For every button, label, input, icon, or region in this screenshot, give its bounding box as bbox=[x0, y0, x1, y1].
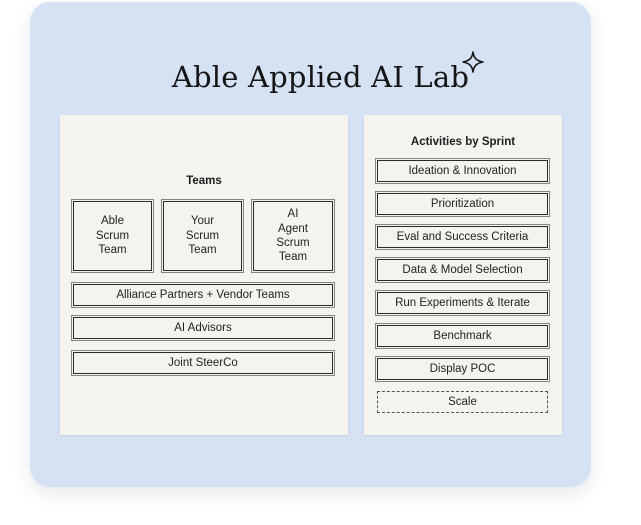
activity-scale: Scale bbox=[377, 391, 548, 413]
activity-benchmark: Benchmark bbox=[375, 323, 550, 349]
team-box-ai-agent-scrum: AI Agent Scrum Team bbox=[251, 199, 335, 273]
activity-ideation: Ideation & Innovation bbox=[375, 158, 550, 184]
teams-heading: Teams bbox=[186, 175, 222, 187]
team-box-able-scrum: Able Scrum Team bbox=[71, 199, 154, 273]
activity-prioritization: Prioritization bbox=[375, 191, 550, 217]
group-box-alliance-partners: Alliance Partners + Vendor Teams bbox=[71, 282, 335, 308]
page-title: Able Applied AI Lab bbox=[171, 60, 470, 94]
group-box-joint-steerco: Joint SteerCo bbox=[71, 350, 335, 376]
activities-panel: Activities by Sprint Ideation & Innovati… bbox=[364, 115, 562, 435]
activity-eval-success: Eval and Success Criteria bbox=[375, 224, 550, 250]
group-box-ai-advisors: AI Advisors bbox=[71, 315, 335, 341]
activities-heading: Activities by Sprint bbox=[410, 136, 516, 148]
activity-display-poc: Display POC bbox=[375, 356, 550, 382]
teams-panel: Teams Able Scrum Team Your Scrum Team AI… bbox=[60, 115, 348, 435]
sparkle-icon bbox=[462, 51, 484, 73]
team-box-your-scrum: Your Scrum Team bbox=[161, 199, 244, 273]
activity-run-experiments: Run Experiments & Iterate bbox=[375, 290, 550, 316]
activity-data-model: Data & Model Selection bbox=[375, 257, 550, 283]
